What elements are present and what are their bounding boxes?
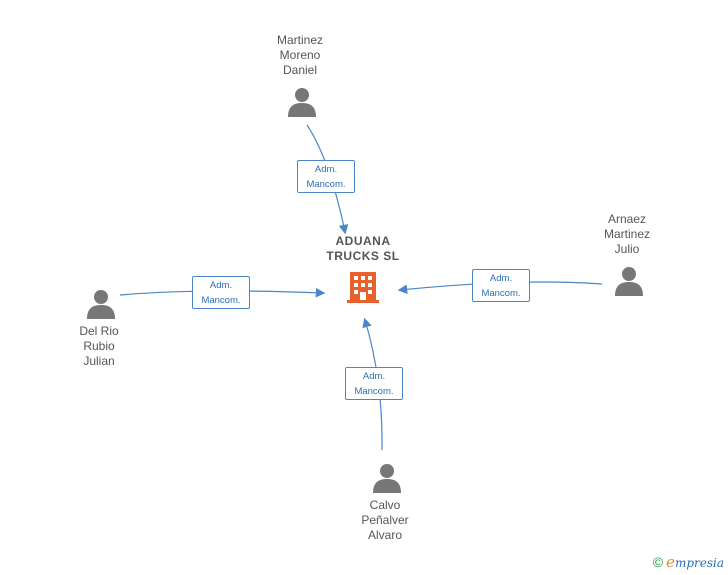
- person-name: Martinez Moreno Daniel: [276, 33, 323, 77]
- person-name: Arnaez Martinez Julio: [603, 212, 650, 256]
- person-node-top[interactable]: Martinez Moreno Daniel: [250, 33, 350, 78]
- person-name: Del Rio Rubio Julian: [79, 324, 119, 368]
- brand-name: mpresia: [674, 556, 724, 570]
- person-icon[interactable]: [371, 462, 403, 494]
- brand-initial: e: [666, 553, 675, 571]
- person-icon[interactable]: [85, 288, 117, 320]
- company-name: ADUANA TRUCKS SL: [326, 234, 400, 263]
- edge-label-top[interactable]: Adm. Mancom.: [297, 160, 355, 193]
- person-icon[interactable]: [613, 265, 645, 297]
- copyright-icon: ©: [652, 554, 664, 570]
- edge-label-right[interactable]: Adm. Mancom.: [472, 269, 530, 302]
- person-icon[interactable]: [286, 86, 318, 118]
- footer-brand[interactable]: ©empresia: [653, 553, 724, 571]
- person-node-bottom[interactable]: Calvo Peñalver Alvaro: [335, 498, 435, 543]
- edge-label-left[interactable]: Adm. Mancom.: [192, 276, 250, 309]
- person-name: Calvo Peñalver Alvaro: [361, 498, 409, 542]
- person-node-left[interactable]: Del Rio Rubio Julian: [49, 324, 149, 369]
- building-icon[interactable]: [347, 270, 379, 304]
- edge-label-bottom[interactable]: Adm. Mancom.: [345, 367, 403, 400]
- person-node-right[interactable]: Arnaez Martinez Julio: [577, 212, 677, 257]
